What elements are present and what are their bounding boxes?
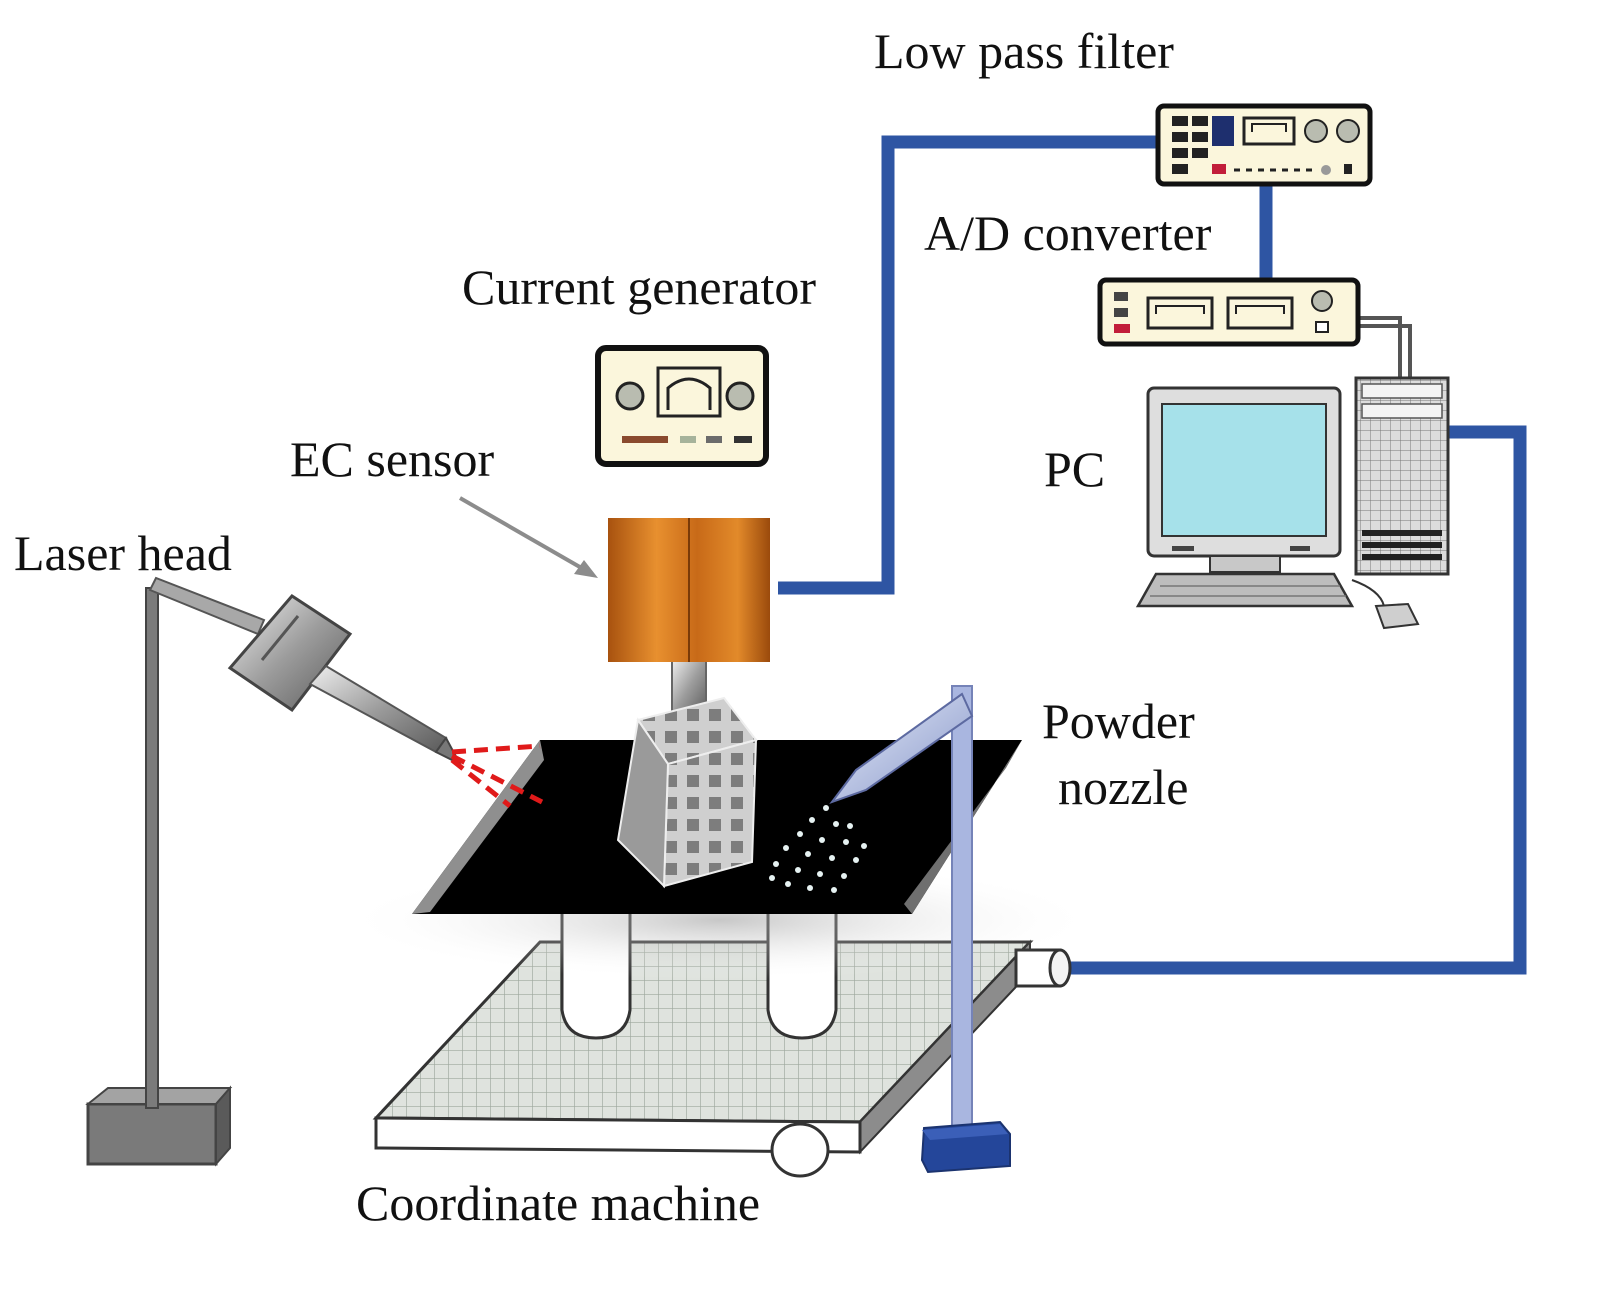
current-generator-device [595,345,769,467]
low-pass-filter-device [1155,103,1373,187]
lattice-cube-sample [616,696,758,889]
label-powder-nozzle-line1: Powder [1042,693,1195,749]
ad-converter-device [1097,277,1361,347]
label-powder-nozzle-line2: nozzle [1058,759,1188,815]
cable-sensor-to-filter [778,135,1160,595]
label-ad-converter: A/D converter [924,205,1212,261]
label-ec-sensor: EC sensor [290,431,495,487]
ec-sensor [608,518,770,717]
powder-particles [769,805,867,893]
laser-beam [450,743,544,808]
cable-converter-to-pc-2 [1360,324,1412,378]
label-current-generator: Current generator [462,259,816,315]
cable-pc-to-machine [1060,425,1527,975]
powder-nozzle [829,685,1011,1174]
pc-computer [1135,376,1450,630]
signal-cables [778,135,1527,975]
cable-converter-to-pc [1360,316,1402,378]
label-coordinate-machine: Coordinate machine [356,1175,760,1231]
laser-head [85,576,463,1167]
label-laser-head: Laser head [14,525,232,581]
ec-sensor-arrowhead [574,560,598,578]
label-pc: PC [1044,441,1105,497]
coordinate-machine [372,903,1072,1178]
label-low-pass-filter: Low pass filter [874,23,1174,79]
ec-sensor-pointer-arrow [459,496,593,576]
